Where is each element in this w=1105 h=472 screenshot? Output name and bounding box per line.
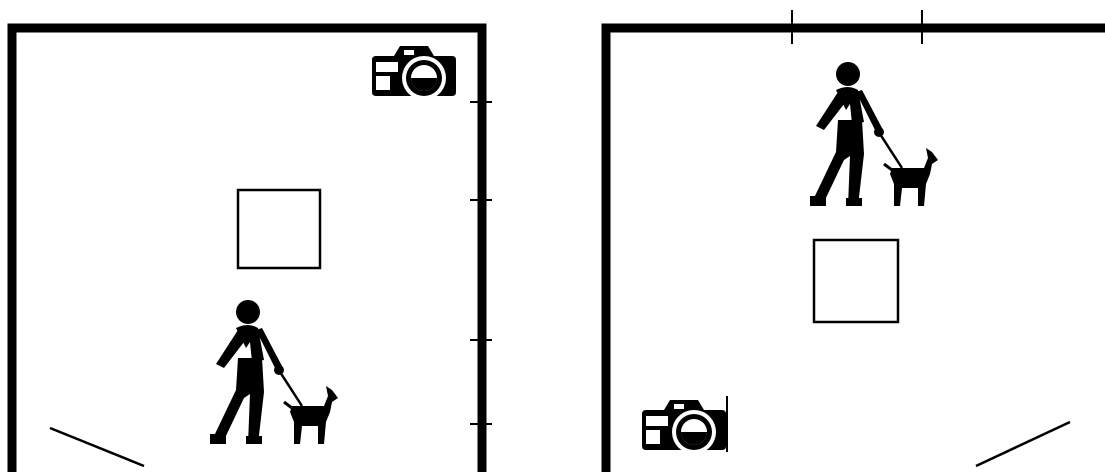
person-walking-dog-icon — [810, 62, 938, 206]
right-square — [814, 240, 898, 322]
camera-icon — [642, 400, 726, 454]
left-square — [238, 190, 320, 268]
panel-right — [606, 10, 1105, 472]
right-view-line — [976, 422, 1070, 466]
left-view-line — [50, 428, 144, 466]
camera-icon — [372, 46, 456, 100]
panel-left — [12, 28, 492, 472]
person-walking-dog-icon — [210, 300, 338, 444]
